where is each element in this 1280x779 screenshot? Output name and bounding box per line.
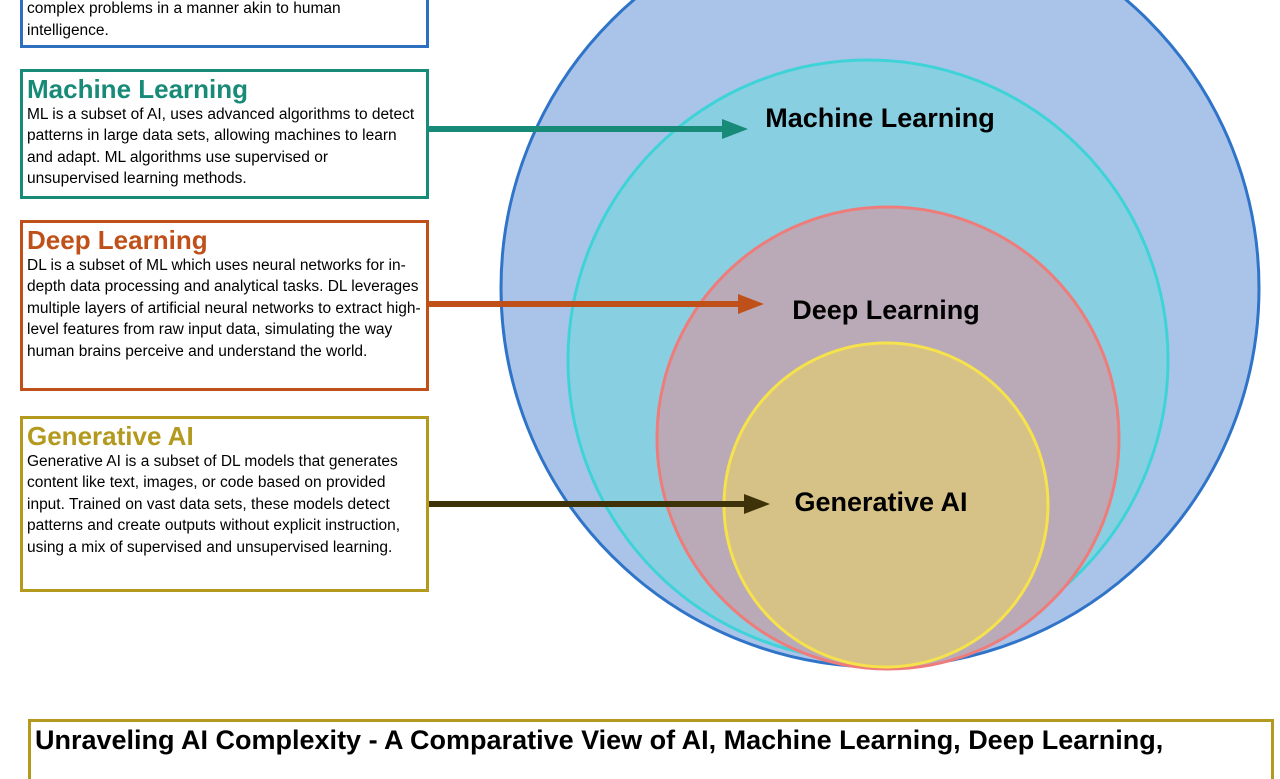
circle-label-machine-learning: Machine Learning xyxy=(765,103,995,133)
nested-circles-diagram: Machine Learning Deep Learning Generativ… xyxy=(429,0,1261,671)
arrow-deep-learning xyxy=(429,294,764,314)
gen-ai-description: Generative AI is a subset of DL models t… xyxy=(27,453,401,556)
circle-label-generative-ai: Generative AI xyxy=(794,487,967,517)
diagram-caption: Unraveling AI Complexity - A Comparative… xyxy=(28,719,1274,779)
dl-description: DL is a subset of ML which uses neural n… xyxy=(27,257,421,360)
arrow-machine-learning xyxy=(429,119,748,139)
ml-box-title: Machine Learning xyxy=(27,74,249,104)
circle-label-deep-learning: Deep Learning xyxy=(792,295,980,325)
ml-description-box: Machine Learning ML is a subset of AI, u… xyxy=(20,69,429,199)
arrow-generative-ai xyxy=(429,494,770,514)
gen-ai-description-box: Generative AI Generative AI is a subset … xyxy=(20,416,429,592)
ai-description: complex problems in a manner akin to hum… xyxy=(27,0,341,39)
ai-description-box: complex problems in a manner akin to hum… xyxy=(20,0,429,48)
dl-description-box: Deep Learning DL is a subset of ML which… xyxy=(20,220,429,391)
gen-ai-box-title: Generative AI xyxy=(27,421,194,451)
dl-box-title: Deep Learning xyxy=(27,225,208,255)
ml-description: ML is a subset of AI, uses advanced algo… xyxy=(27,106,415,188)
